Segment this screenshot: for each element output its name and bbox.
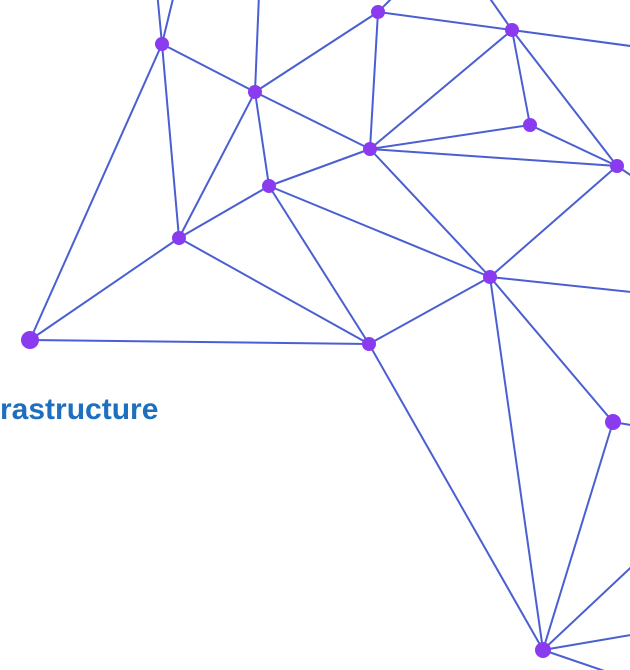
network-edge — [489, 0, 513, 31]
network-edge — [529, 124, 618, 167]
network-edge — [511, 29, 618, 167]
network-edge — [542, 649, 605, 670]
network-edges — [29, 0, 630, 670]
network-edge — [489, 276, 544, 651]
network-edge — [489, 165, 618, 278]
network-edge — [511, 29, 630, 47]
network-node — [362, 337, 376, 351]
network-edge — [377, 0, 392, 13]
network-edge — [489, 276, 630, 293]
network-edge — [542, 421, 614, 651]
network-edge — [29, 237, 180, 341]
network-node — [483, 270, 497, 284]
network-edge — [254, 11, 379, 93]
network-edge — [254, 0, 260, 93]
network-edge — [29, 43, 163, 341]
network-edge — [161, 0, 174, 45]
slide-heading: rastructure — [0, 393, 159, 426]
network-edge — [542, 634, 630, 651]
network-edge — [369, 11, 379, 150]
network-node — [610, 159, 624, 173]
network-node — [523, 118, 537, 132]
network-edge — [489, 276, 614, 423]
network-edge — [616, 165, 630, 176]
network-edge — [377, 11, 513, 31]
network-edge — [369, 148, 618, 167]
network-edge — [156, 0, 163, 45]
network-edge — [542, 566, 630, 651]
network-node — [371, 5, 385, 19]
network-node — [363, 142, 377, 156]
network-nodes — [21, 5, 624, 658]
network-edge — [254, 91, 270, 187]
network-edge — [29, 339, 370, 345]
network-edge — [178, 185, 270, 239]
network-node — [505, 23, 519, 37]
network-node — [262, 179, 276, 193]
network-edge — [369, 148, 491, 278]
network-edge — [254, 91, 371, 150]
network-edge — [268, 148, 371, 187]
network-node — [248, 85, 262, 99]
network-edge — [161, 43, 256, 93]
network-edge — [178, 237, 370, 345]
network-node — [605, 414, 621, 430]
network-edge — [161, 43, 180, 239]
network-edge — [369, 29, 513, 150]
network-edge — [369, 124, 531, 150]
network-node — [535, 642, 551, 658]
network-edge — [511, 29, 531, 126]
network-edge — [368, 343, 544, 651]
network-node — [21, 331, 39, 349]
network-edge — [268, 185, 491, 278]
network-edge — [178, 91, 256, 239]
network-edge — [368, 276, 491, 345]
network-node — [155, 37, 169, 51]
network-edge — [268, 185, 370, 345]
network-node — [172, 231, 186, 245]
